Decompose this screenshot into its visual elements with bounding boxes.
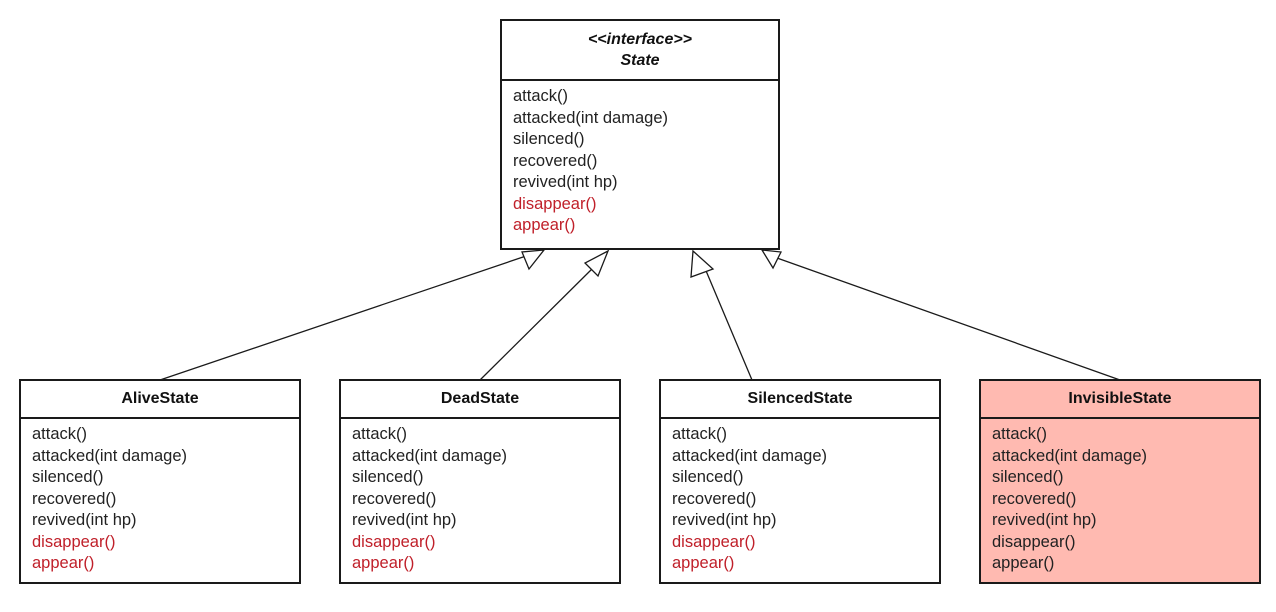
method-appear: appear() — [992, 554, 1055, 572]
class-header: DeadState — [341, 381, 619, 419]
method-recovered: recovered() — [992, 489, 1077, 508]
class-name: InvisibleState — [1068, 390, 1172, 407]
method-attack: attack() — [32, 425, 88, 443]
method-attacked: attacked(int damage) — [513, 108, 669, 127]
method-silenced: silenced() — [32, 468, 104, 486]
method-attacked: attacked(int damage) — [32, 446, 188, 465]
method-disappear: disappear() — [513, 194, 597, 213]
method-attack: attack() — [672, 425, 728, 443]
method-recovered: recovered() — [352, 489, 437, 508]
edge-silencedstate — [690, 249, 753, 381]
method-revived: revived(int hp) — [513, 173, 618, 191]
method-appear: appear() — [672, 554, 735, 572]
method-appear: appear() — [32, 554, 95, 572]
method-silenced: silenced() — [513, 130, 585, 148]
method-appear: appear() — [352, 554, 415, 572]
method-appear: appear() — [513, 216, 576, 234]
method-disappear: disappear() — [352, 532, 436, 551]
method-silenced: silenced() — [352, 468, 424, 486]
class-silencedstate-box[interactable]: SilencedState attack() attacked(int dama… — [659, 379, 941, 584]
interface-state-box[interactable]: <<interface>> State attack() attacked(in… — [500, 19, 780, 250]
edge-deadstate — [479, 249, 610, 381]
method-revived: revived(int hp) — [992, 511, 1097, 529]
method-attack: attack() — [513, 87, 569, 105]
class-name: SilencedState — [747, 390, 853, 407]
method-attack: attack() — [352, 425, 408, 443]
class-methods: attack() attacked(int damage) silenced()… — [341, 419, 619, 575]
method-recovered: recovered() — [32, 489, 117, 508]
method-silenced: silenced() — [992, 468, 1064, 486]
method-disappear: disappear() — [32, 532, 116, 551]
method-attacked: attacked(int damage) — [992, 446, 1148, 465]
class-header: InvisibleState — [981, 381, 1259, 419]
class-methods: attack() attacked(int damage) silenced()… — [21, 419, 299, 575]
interface-header: <<interface>> State — [502, 21, 778, 81]
method-revived: revived(int hp) — [32, 511, 137, 529]
method-attacked: attacked(int damage) — [352, 446, 508, 465]
interface-methods: attack() attacked(int damage) silenced()… — [502, 81, 778, 237]
method-disappear: disappear() — [992, 532, 1076, 551]
method-revived: revived(int hp) — [672, 511, 777, 529]
method-revived: revived(int hp) — [352, 511, 457, 529]
class-name: AliveState — [121, 390, 199, 407]
class-deadstate-box[interactable]: DeadState attack() attacked(int damage) … — [339, 379, 621, 584]
interface-name: State — [620, 52, 660, 69]
class-invisiblestate-box[interactable]: InvisibleState attack() attacked(int dam… — [979, 379, 1261, 584]
class-header: SilencedState — [661, 381, 939, 419]
class-header: AliveState — [21, 381, 299, 419]
class-methods: attack() attacked(int damage) silenced()… — [661, 419, 939, 575]
edge-invisiblestate — [760, 249, 1121, 381]
edge-alivestate — [159, 249, 546, 381]
method-recovered: recovered() — [513, 151, 598, 170]
class-name: DeadState — [440, 390, 520, 407]
class-alivestate-box[interactable]: AliveState attack() attacked(int damage)… — [19, 379, 301, 584]
method-recovered: recovered() — [672, 489, 757, 508]
class-methods: attack() attacked(int damage) silenced()… — [981, 419, 1259, 575]
method-disappear: disappear() — [672, 532, 756, 551]
method-attack: attack() — [992, 425, 1048, 443]
interface-stereotype: <<interface>> — [587, 31, 693, 48]
method-silenced: silenced() — [672, 468, 744, 486]
method-attacked: attacked(int damage) — [672, 446, 828, 465]
